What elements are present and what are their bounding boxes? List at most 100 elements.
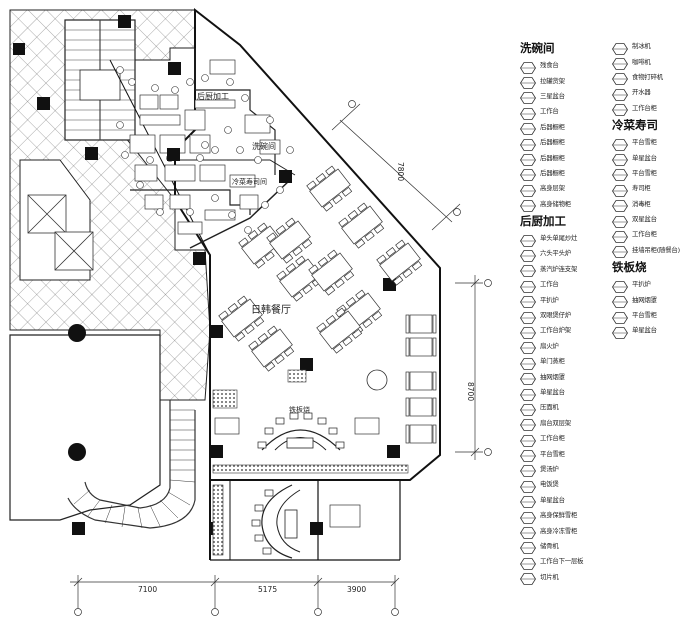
hexagon-tag-icon <box>612 40 628 55</box>
hexagon-tag-icon <box>520 493 536 509</box>
legend-item-label: 工作台柜 <box>540 434 565 443</box>
legend-item-label: 六头平头炉 <box>540 249 571 258</box>
legend-item-label: 寿司柜 <box>632 184 651 193</box>
hexagon-tag-icon <box>612 151 628 166</box>
hexagon-tag-icon <box>520 432 536 447</box>
hexagon-tag-icon <box>520 447 536 462</box>
legend-item: 单星盆台 <box>612 322 690 339</box>
hexagon-tag-icon <box>612 278 628 293</box>
legend-item: 工作台 <box>520 276 610 293</box>
legend-item: 单门蒸柜 <box>520 353 610 370</box>
hexagon-tag-icon <box>520 524 536 539</box>
legend-item-label: 残食台 <box>540 61 559 70</box>
legend-item: 蒸汽炉连支架 <box>520 261 610 278</box>
legend-item: 切片机 <box>520 569 610 586</box>
legend-item: 双星盆台 <box>612 211 690 228</box>
teppanyaki-counter <box>257 412 345 451</box>
hexagon-tag-icon <box>612 182 628 197</box>
legend-item-label: 单头单尾炒灶 <box>540 234 578 243</box>
legend-item-label: 单星盆台 <box>632 326 657 335</box>
glass-panels <box>27 194 94 271</box>
legend-item-label: 平台雪柜 <box>632 168 657 177</box>
legend-item-label: 消毒柜 <box>632 199 651 208</box>
dim-bottom-2: 5175 <box>258 585 277 594</box>
legend-item: 工作台柜 <box>520 430 610 447</box>
legend-item-label: 高身保鲜雪柜 <box>540 511 578 520</box>
dim-bottom-3: 3900 <box>347 585 366 594</box>
hexagon-tag-icon <box>612 243 628 259</box>
legend-item: 食物打碎机 <box>612 69 690 86</box>
hexagon-tag-icon <box>520 339 536 355</box>
legend-item-label: 煲汤炉 <box>540 464 559 473</box>
hexagon-tag-icon <box>520 166 536 182</box>
legend-item-label: 工作台柜 <box>632 230 657 239</box>
bottom-dimension-line <box>70 575 400 616</box>
hexagon-tag-icon <box>520 386 536 401</box>
legend-item-label: 双眼煲仔炉 <box>540 311 571 320</box>
legend-item: 高身冷冻雪柜 <box>520 522 610 539</box>
equipment-legend: 洗碗间残食台拉罐货架三星盆台工作台后器橱柜后器橱柜后器橱柜后器橱柜高身层架高身储… <box>520 38 690 586</box>
hexagon-tag-icon <box>520 262 536 278</box>
hexagon-tag-icon <box>520 293 536 309</box>
legend-item: 开水器 <box>612 84 690 101</box>
hexagon-tag-icon <box>520 105 536 120</box>
lower-bar-counter <box>251 484 301 559</box>
legend-item-label: 工作台炉架 <box>540 326 571 335</box>
legend-column-1: 洗碗间残食台拉罐货架三星盆台工作台后器橱柜后器橱柜后器橱柜后器橱柜高身层架高身储… <box>520 38 610 586</box>
legend-item-label: 高身层架 <box>540 184 565 193</box>
dim-diagonal: 7800 <box>396 162 405 181</box>
legend-item: 后器橱柜 <box>520 134 610 151</box>
legend-item: 扇火炉 <box>520 338 610 355</box>
legend-item: 平台雪柜 <box>612 165 690 182</box>
hexagon-tag-icon <box>612 324 628 339</box>
legend-item-label: 抽网烟罩 <box>540 372 565 381</box>
legend-section-heading: 铁板烧 <box>612 260 647 275</box>
label-dishwashing: 洗碗间 <box>252 141 276 151</box>
hexagon-tag-icon <box>520 247 536 262</box>
lower-left-room <box>9 324 161 521</box>
hexagon-tag-icon <box>612 197 628 213</box>
legend-item-label: 后器橱柜 <box>540 122 565 131</box>
legend-item-label: 工作台 <box>540 280 559 289</box>
legend-item-label: 开水器 <box>632 88 651 97</box>
legend-item: 扇台双层架 <box>520 415 610 432</box>
legend-item-label: 平台雪柜 <box>632 138 657 147</box>
legend-item-label: 工作台柜 <box>632 103 657 112</box>
legend-item-label: 平扒炉 <box>540 295 559 304</box>
hexagon-tag-icon <box>520 324 536 339</box>
legend-item: 平台雪柜 <box>520 445 610 462</box>
legend-section-heading: 冷菜寿司 <box>612 117 658 132</box>
legend-item: 煲汤炉 <box>520 461 610 478</box>
legend-item: 制冰机 <box>612 38 690 55</box>
legend-item: 压面机 <box>520 399 610 416</box>
hexagon-tag-icon <box>520 136 536 151</box>
hexagon-tag-icon <box>520 355 536 370</box>
legend-item-label: 单星盆台 <box>632 153 657 162</box>
legend-item: 六头平头炉 <box>520 245 610 262</box>
legend-item: 工作台 <box>520 103 610 120</box>
legend-item: 单头单尾炒灶 <box>520 230 610 247</box>
legend-item-label: 工作台 <box>540 107 559 116</box>
legend-item-label: 平台雪柜 <box>632 311 657 320</box>
hexagon-tag-icon <box>520 570 536 586</box>
hexagon-tag-icon <box>612 309 628 324</box>
decor <box>212 369 409 556</box>
hexagon-tag-icon <box>612 55 628 70</box>
legend-item: 单星盆台 <box>520 384 610 401</box>
legend-item-label: 平扒炉 <box>632 280 651 289</box>
label-teppanyaki: 铁板烧 <box>289 405 310 414</box>
legend-item: 抽网烟罩 <box>520 368 610 386</box>
legend-item-label: 拉罐货架 <box>540 76 565 85</box>
label-dining-hall: 日韩餐厅 <box>251 303 291 316</box>
legend-item: 工作台柜 <box>612 226 690 243</box>
label-cold-sushi: 冷菜寿司间 <box>232 177 267 186</box>
legend-item-label: 单星盆台 <box>540 388 565 396</box>
legend-item-label: 制冰机 <box>632 42 651 51</box>
legend-item-label: 食物打碎机 <box>632 72 663 81</box>
legend-item-label: 电饭煲 <box>540 480 559 489</box>
legend-item-label: 切片机 <box>540 572 559 581</box>
hexagon-tag-icon <box>520 370 536 386</box>
legend-item-label: 高身冷冻雪柜 <box>540 526 578 535</box>
legend-item: 咖啡机 <box>612 53 690 70</box>
legend-item: 挂墙吊柜(随餐台) <box>612 242 690 259</box>
